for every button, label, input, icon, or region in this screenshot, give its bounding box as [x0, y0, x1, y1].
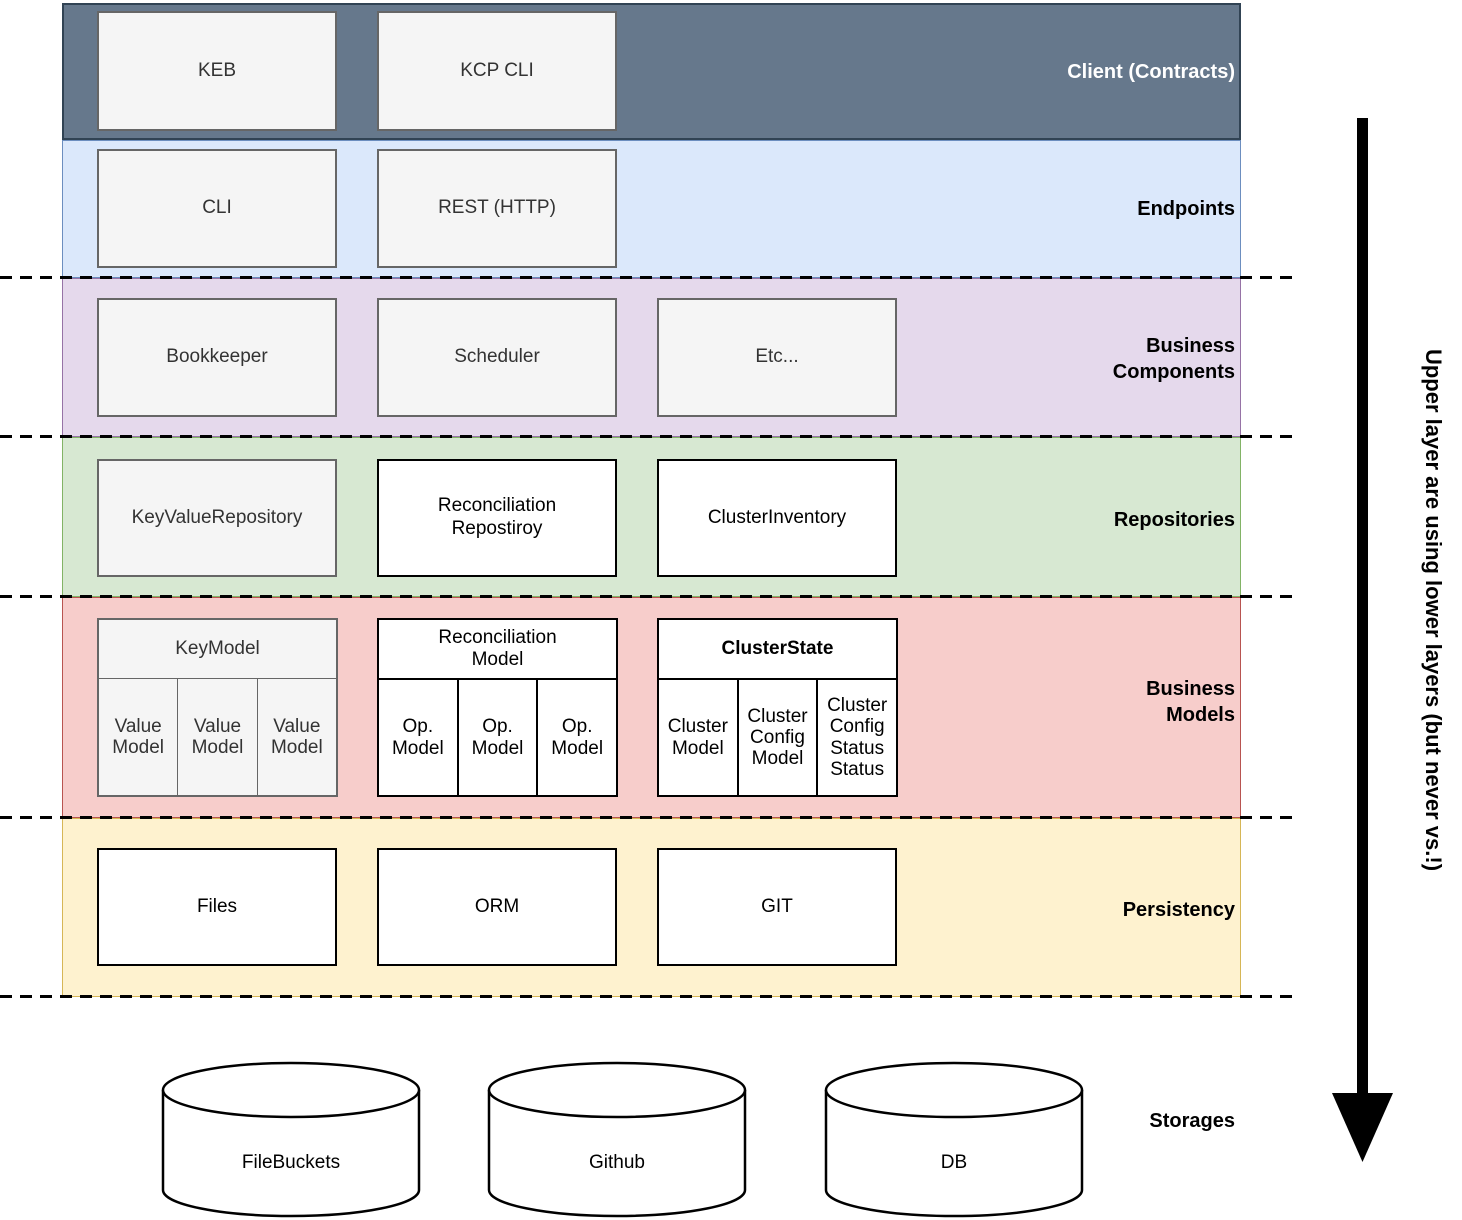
cylinder-github: Github — [487, 1060, 747, 1220]
cell-cluster-model: Cluster Model — [667, 716, 728, 759]
cell-cluster-config-status-status: Cluster Config Status Status — [816, 680, 896, 795]
box-files: Files — [97, 848, 337, 966]
box-bookkeeper: Bookkeeper — [97, 298, 337, 417]
downward-arrow-icon — [1332, 118, 1393, 1162]
box-kcp-cli: KCP CLI — [377, 11, 617, 131]
box-clusterinventory-label: ClusterInventory — [707, 506, 847, 528]
cylinder-db: DB — [824, 1060, 1084, 1220]
box-orm-label: ORM — [474, 895, 520, 917]
dashed-separator — [0, 276, 1300, 279]
downward-arrow — [1320, 100, 1420, 1185]
box-files-label: Files — [196, 895, 238, 917]
cylinder-shape — [824, 1061, 1084, 1218]
dashed-separator — [0, 816, 1300, 819]
cell-cluster-config-model: Cluster Config Model — [736, 680, 817, 795]
cylinder-filebuckets-label: FileBuckets — [241, 1152, 341, 1173]
layer-label-business-models: Business Models — [1146, 678, 1235, 726]
cell-value-model: Value Model — [177, 679, 256, 795]
box-rest-http-label: REST (HTTP) — [438, 197, 556, 219]
dashed-separator — [0, 595, 1300, 598]
dashed-separator — [0, 995, 1300, 998]
box-clusterinventory: ClusterInventory — [657, 459, 897, 577]
box-bookkeeper-label: Bookkeeper — [166, 346, 268, 368]
box-git: GIT — [657, 848, 897, 966]
cell-op-model: Op. Model — [456, 680, 537, 795]
cylinder-shape — [487, 1061, 747, 1218]
composite-keymodel-header: KeyModel — [99, 620, 336, 679]
box-reconciliation-repository: Reconciliation Repostiroy — [377, 459, 617, 577]
layer-label-repositories: Repositories — [1113, 509, 1235, 531]
cylinder-db-label: DB — [940, 1152, 968, 1173]
cell-value-model: Value Model — [256, 679, 336, 795]
box-git-label: GIT — [761, 895, 793, 917]
composite-keymodel-cells: Value Model Value Model Value Model — [99, 679, 336, 795]
composite-keymodel: KeyModel Value Model Value Model Value M… — [97, 618, 338, 797]
box-keb: KEB — [97, 11, 337, 131]
box-keb-label: KEB — [197, 59, 237, 81]
composite-reconciliation-model-cells: Op. Model Op. Model Op. Model — [379, 680, 616, 795]
box-etc-label: Etc... — [755, 346, 799, 368]
composite-clusterstate-header: ClusterState — [659, 620, 896, 680]
box-keyvaluerepository: KeyValueRepository — [97, 459, 337, 577]
box-keyvaluerepository-label: KeyValueRepository — [131, 506, 303, 528]
box-kcp-cli-label: KCP CLI — [460, 59, 534, 81]
box-reconciliation-repository-label: Reconciliation Repostiroy — [437, 495, 557, 539]
layer-label-business-components: Business Components — [1112, 335, 1235, 383]
cell-value-model: Value Model — [112, 715, 165, 758]
box-rest-http: REST (HTTP) — [377, 149, 617, 268]
cylinder-filebuckets: FileBuckets — [161, 1060, 421, 1220]
composite-clusterstate: ClusterState Cluster Model Cluster Confi… — [657, 618, 898, 797]
side-note: Upper layer are using lower layers (but … — [1421, 348, 1446, 872]
composite-reconciliation-model-header: Reconciliation Model — [379, 620, 616, 680]
cell-op-model: Op. Model — [536, 680, 616, 795]
layer-label-endpoints: Endpoints — [1137, 198, 1235, 220]
box-cli: CLI — [97, 149, 337, 268]
layer-label-persistency: Persistency — [1122, 899, 1235, 921]
composite-clusterstate-cells: Cluster Model Cluster Config Model Clust… — [659, 680, 896, 795]
layer-label-storages: Storages — [1149, 1110, 1235, 1132]
box-cli-label: CLI — [202, 197, 232, 219]
box-orm: ORM — [377, 848, 617, 966]
cell-op-model: Op. Model — [391, 716, 444, 759]
cylinder-shape — [161, 1061, 421, 1218]
dashed-separator — [0, 435, 1300, 438]
composite-reconciliation-model: Reconciliation Model Op. Model Op. Model… — [377, 618, 618, 797]
box-scheduler: Scheduler — [377, 298, 617, 417]
box-scheduler-label: Scheduler — [454, 346, 540, 368]
layer-label-client: Client (Contracts) — [1067, 61, 1235, 83]
cylinder-github-label: Github — [589, 1152, 645, 1173]
box-etc: Etc... — [657, 298, 897, 417]
